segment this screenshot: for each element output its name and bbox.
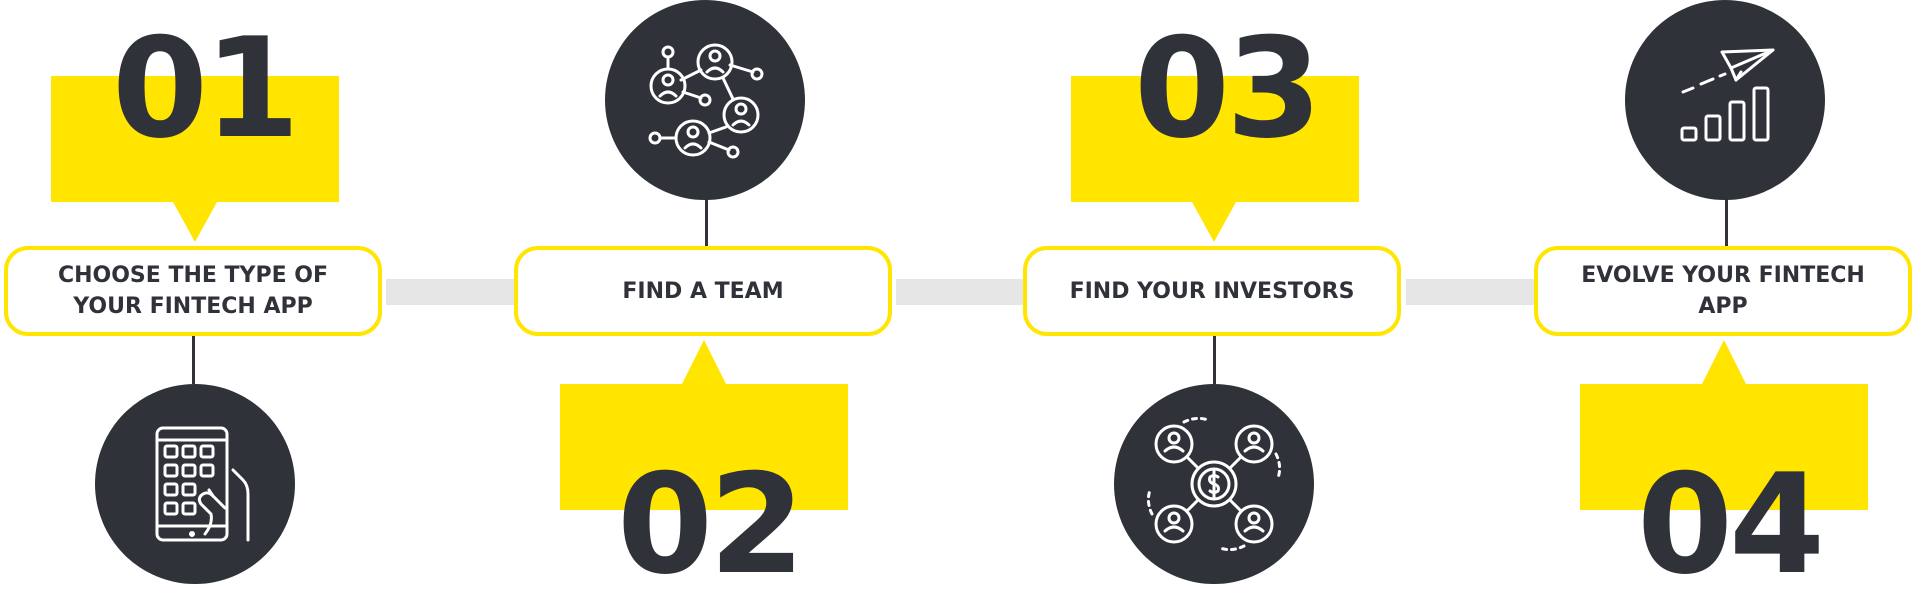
step-3-icon-circle xyxy=(1114,384,1314,584)
step-4-pointer xyxy=(1702,340,1746,384)
connector-3-4 xyxy=(1406,279,1534,305)
step-2-icon-circle xyxy=(605,0,805,200)
step-3-pointer xyxy=(1192,202,1236,242)
step-2-card: FIND A TEAM xyxy=(514,246,892,336)
step-2-stem xyxy=(705,196,708,246)
connector-2-3 xyxy=(896,279,1024,305)
smartphone-keypad-icon xyxy=(155,426,250,542)
step-3-number-panel xyxy=(1071,76,1359,202)
growth-chart-icon xyxy=(1680,48,1775,142)
step-3-number: 03 xyxy=(1134,8,1322,169)
step-1-card: CHOOSE THE TYPE OF YOUR FINTECH APP xyxy=(4,246,382,336)
step-4-title: EVOLVE YOUR FINTECH APP xyxy=(1581,263,1865,319)
step-1-stem xyxy=(192,336,195,384)
step-3-card: FIND YOUR INVESTORS xyxy=(1023,246,1401,336)
step-4-card: EVOLVE YOUR FINTECH APP xyxy=(1534,246,1912,336)
step-1-icon-circle xyxy=(95,384,295,584)
connector-1-2 xyxy=(386,279,514,305)
step-3-stem xyxy=(1213,336,1216,384)
step-2-title: FIND A TEAM xyxy=(622,278,784,304)
step-4-number: 04 xyxy=(1637,444,1825,605)
step-1-number: 01 xyxy=(112,8,300,169)
step-4-icon-circle xyxy=(1625,0,1825,200)
step-1-number-panel xyxy=(51,76,339,202)
step-2-number: 02 xyxy=(617,444,805,605)
step-2-pointer xyxy=(682,340,726,384)
investors-network-icon xyxy=(1146,416,1282,552)
step-1-title: CHOOSE THE TYPE OF YOUR FINTECH APP xyxy=(57,263,329,319)
step-1-pointer xyxy=(173,202,217,242)
step-3-title: FIND YOUR INVESTORS xyxy=(1069,278,1355,304)
team-network-icon xyxy=(648,43,764,159)
step-2-number-panel xyxy=(560,384,848,510)
step-4-stem xyxy=(1725,196,1728,246)
step-4-number-panel xyxy=(1580,384,1868,510)
